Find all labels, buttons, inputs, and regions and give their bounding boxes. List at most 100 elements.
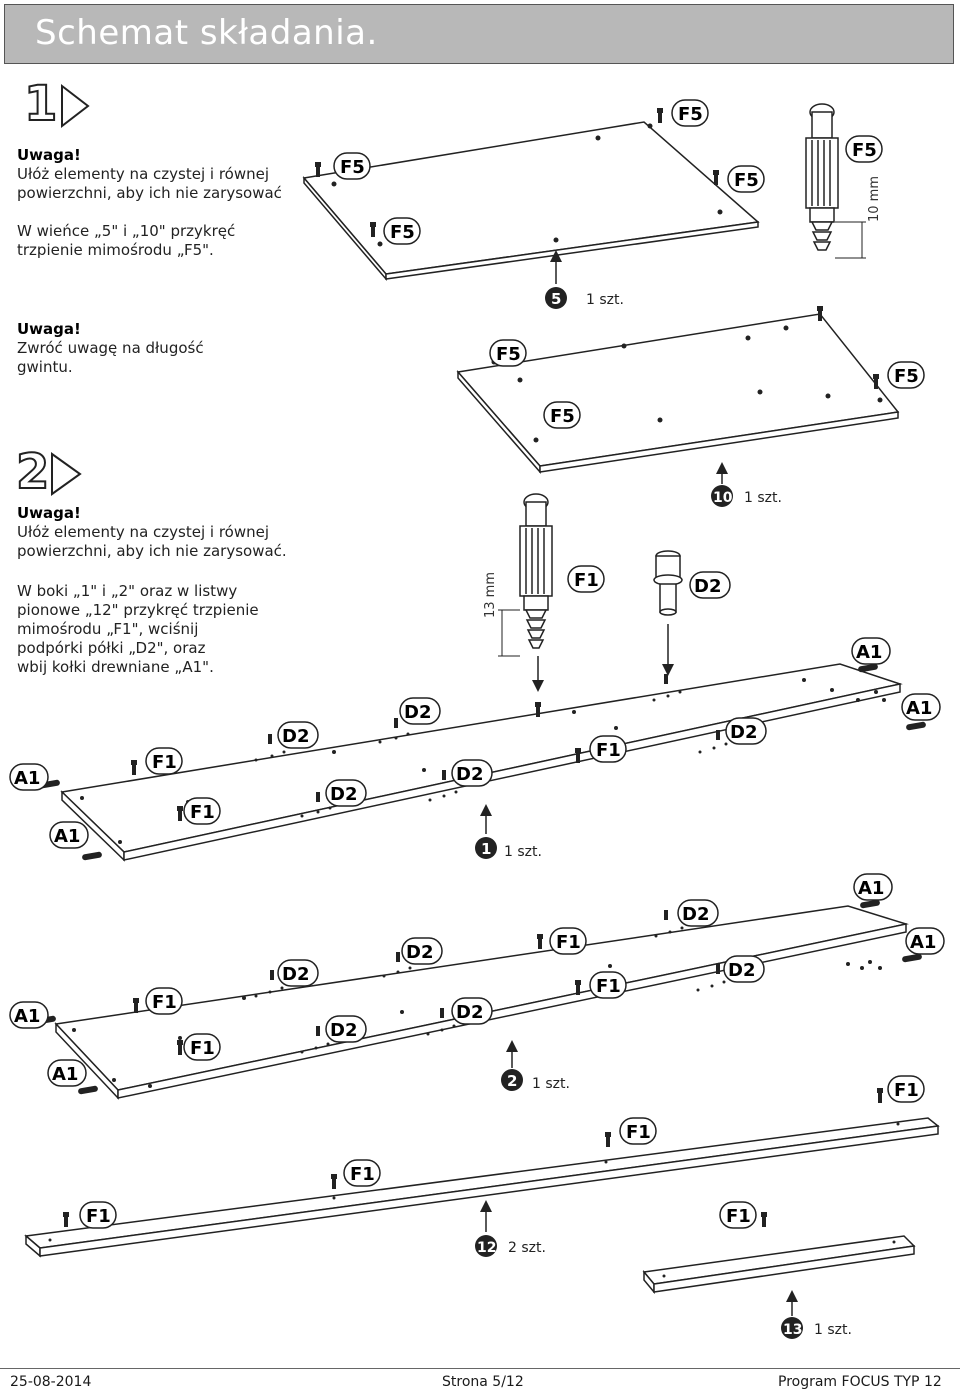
instruction-text: wbij kołki drewniane „A1". <box>17 658 214 676</box>
label-d2: D2 <box>277 721 319 749</box>
step2-badge: 2 <box>15 443 82 501</box>
instruction-text: trzpienie mimośrodu „F5". <box>17 241 214 259</box>
warning-title: Uwaga! <box>17 146 81 164</box>
warning-text: Ułóż elementy na czystej i równej <box>17 165 270 183</box>
svg-text:D2: D2 <box>682 904 709 925</box>
instruction-text: podpórki półki „D2", oraz <box>17 639 206 657</box>
step-number: 2 <box>16 444 49 500</box>
part-marker: 1 1 szt. <box>475 837 542 860</box>
svg-text:5: 5 <box>551 290 561 308</box>
warning-text: Zwróć uwagę na długość <box>17 339 204 357</box>
part-marker: 10 1 szt. <box>711 485 782 507</box>
svg-text:D2: D2 <box>406 942 433 963</box>
part-marker: 5 1 szt. <box>545 287 624 309</box>
instruction-text: W wieńce „5" i „10" przykręć <box>17 222 236 240</box>
label-a1: A1 <box>9 763 49 791</box>
label-d2: D2 <box>451 759 493 787</box>
label-f1: F1 <box>183 797 221 825</box>
svg-text:A1: A1 <box>906 698 932 719</box>
panel-5-holes <box>331 123 723 247</box>
svg-text:F1: F1 <box>574 570 599 591</box>
label-f1: F1 <box>589 971 627 999</box>
label-a1: A1 <box>853 873 893 901</box>
panel-5 <box>302 121 760 282</box>
vertical-strip-13 <box>642 1235 916 1295</box>
svg-text:1 szt.: 1 szt. <box>814 1322 852 1338</box>
svg-text:F1: F1 <box>350 1164 375 1185</box>
label-f1: F1 <box>549 927 587 955</box>
svg-text:F1: F1 <box>556 932 581 953</box>
label-a1: A1 <box>49 821 89 849</box>
eccentric-pin-f1-icon <box>519 493 553 649</box>
panel-10 <box>456 313 900 475</box>
label-f5: F5 <box>489 339 527 367</box>
step1-badge: 1 <box>23 75 90 133</box>
label-f5: F5 <box>845 135 883 163</box>
svg-text:F5: F5 <box>496 344 521 365</box>
svg-text:D2: D2 <box>694 576 721 597</box>
svg-text:D2: D2 <box>330 784 357 805</box>
svg-text:F5: F5 <box>340 157 365 178</box>
step2-warning: Uwaga! Ułóż elementy na czystej i równej… <box>17 504 287 561</box>
warning-title: Uwaga! <box>17 504 81 522</box>
label-f5: F5 <box>383 217 421 245</box>
label-f1: F1 <box>145 747 183 775</box>
label-d2: D2 <box>399 697 441 725</box>
label-a1: A1 <box>47 1059 87 1087</box>
label-d2: D2 <box>451 997 493 1025</box>
svg-text:1 szt.: 1 szt. <box>586 292 624 308</box>
footer-page: Strona 5/12 <box>442 1374 524 1390</box>
svg-text:10: 10 <box>713 490 733 506</box>
label-d2: D2 <box>725 717 767 745</box>
dimension-13mm: 13 mm <box>483 572 498 618</box>
step1-warning2: Uwaga! Zwróć uwagę na długość gwintu. <box>17 320 204 377</box>
svg-text:F5: F5 <box>894 366 919 387</box>
svg-text:A1: A1 <box>54 826 80 847</box>
panel-10-holes <box>491 325 883 443</box>
label-f5: F5 <box>543 401 581 429</box>
bubble-labels: F1 D2 A1 A1 A1 A1 F1 F1 D2 D2 D2 D2 F1 D… <box>9 565 945 1229</box>
svg-text:F5: F5 <box>734 170 759 191</box>
svg-text:1 szt.: 1 szt. <box>744 490 782 506</box>
label-f1: F1 <box>719 1201 757 1229</box>
side-panel-1 <box>60 663 903 862</box>
svg-text:1 szt.: 1 szt. <box>532 1076 570 1092</box>
instruction-text: mimośrodu „F1", wciśnij <box>17 620 199 638</box>
svg-text:A1: A1 <box>910 932 936 953</box>
label-d2: D2 <box>689 571 731 599</box>
panel-1-holes <box>80 678 886 844</box>
label-f5: F5 <box>333 152 371 180</box>
svg-text:A1: A1 <box>858 878 884 899</box>
svg-text:F1: F1 <box>190 802 215 823</box>
svg-text:A1: A1 <box>14 768 40 789</box>
page-footer: 25-08-2014 Strona 5/12 Program FOCUS TYP… <box>0 1364 960 1392</box>
label-a1: A1 <box>9 1001 49 1029</box>
panel-2-holes <box>72 926 882 1088</box>
label-d2: D2 <box>677 899 719 927</box>
instruction-text: W boki „1" i „2" oraz w listwy <box>17 582 238 600</box>
svg-text:F1: F1 <box>152 992 177 1013</box>
label-f5: F5 <box>671 99 709 127</box>
svg-text:1: 1 <box>481 840 491 858</box>
svg-text:D2: D2 <box>282 726 309 747</box>
svg-text:F5: F5 <box>550 406 575 427</box>
footer-program: Program FOCUS TYP 12 <box>778 1374 942 1390</box>
svg-text:A1: A1 <box>14 1006 40 1027</box>
warning-text: gwintu. <box>17 358 73 376</box>
label-f5: F5 <box>887 361 925 389</box>
svg-text:F1: F1 <box>152 752 177 773</box>
svg-text:F5: F5 <box>852 140 877 161</box>
svg-text:F1: F1 <box>596 740 621 761</box>
warning-text: powierzchni, aby ich nie zarysować. <box>17 542 287 560</box>
svg-text:F1: F1 <box>726 1206 751 1227</box>
step1-warning: Uwaga! Ułóż elementy na czystej i równej… <box>17 146 282 203</box>
label-f1: F1 <box>619 1117 657 1145</box>
part-marker: 13 1 szt. <box>781 1317 852 1339</box>
svg-text:F1: F1 <box>626 1122 651 1143</box>
label-f1: F1 <box>567 565 605 593</box>
dimension-10mm: 10 mm <box>867 176 882 222</box>
svg-text:A1: A1 <box>856 642 882 663</box>
footer-date: 25-08-2014 <box>10 1374 92 1390</box>
label-a1: A1 <box>905 927 945 955</box>
